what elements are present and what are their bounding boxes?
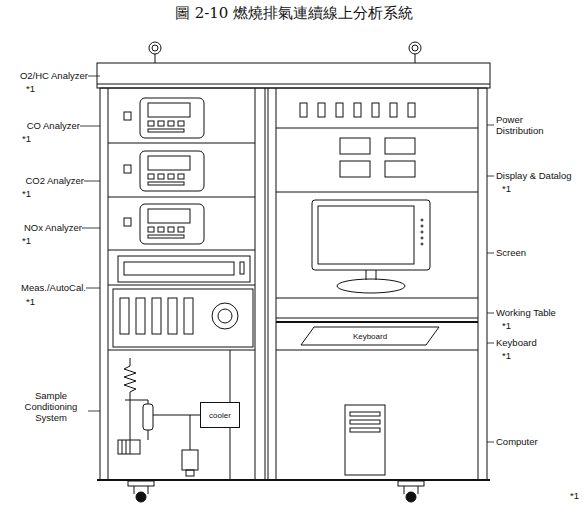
part-label: CO Analyzer (27, 120, 80, 131)
node-text: cooler (209, 411, 231, 420)
callout-number: *1 (26, 296, 35, 307)
cooler-box: cooler (200, 402, 240, 428)
part-label: NOx Analyzer (24, 222, 82, 233)
callout-number: *1 (502, 320, 511, 331)
callout-number: *1 (570, 490, 579, 501)
callout-number: *1 (26, 83, 35, 94)
part-label: Screen (496, 247, 526, 258)
part-label: Keyboard (496, 337, 537, 348)
part-label: CO2 Analyzer (25, 175, 84, 186)
part-label: Working Table (496, 307, 556, 318)
part-label: Meas./AutoCal. (21, 282, 86, 293)
callout-number: *1 (502, 183, 511, 194)
part-label: Computer (496, 436, 538, 447)
title: 圖 2-10 燃燒排氣連續線上分析系統 (0, 4, 588, 23)
callout-number: *1 (502, 350, 511, 361)
part-label: O2/HC Analyzer (20, 70, 88, 81)
part-label: Power Distribution (496, 114, 556, 136)
keyboard-shape: Keyboard (300, 326, 440, 346)
callout-number: *1 (22, 133, 31, 144)
callout-number: *1 (22, 188, 31, 199)
node-text: Keyboard (353, 332, 387, 341)
part-label: Display & Datalog (496, 170, 572, 181)
callout-number: *1 (22, 235, 31, 246)
part-label: Sample Conditioning System (14, 390, 88, 423)
